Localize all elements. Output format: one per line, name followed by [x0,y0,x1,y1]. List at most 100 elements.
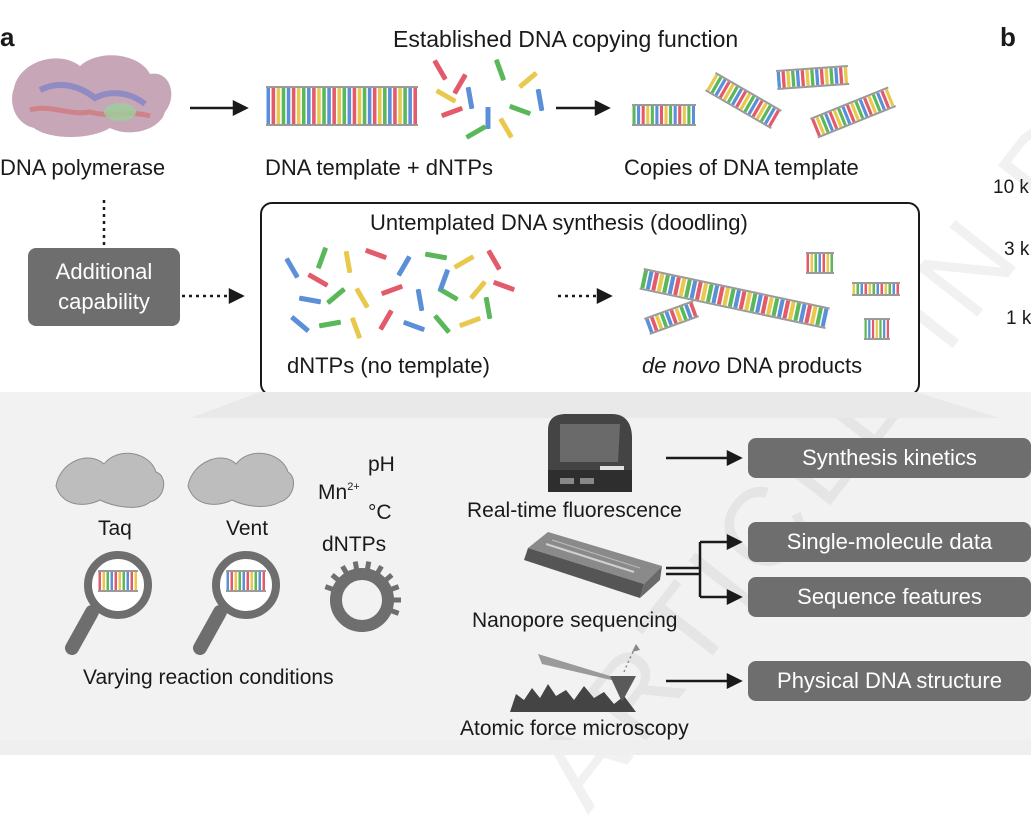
dntp-stick [483,296,493,320]
nanopore-sequencer-icon [524,532,662,598]
physical-structure-pill: Physical DNA structure [748,661,1031,701]
additional-capability-pill: Additional capability [28,248,180,326]
dntp-stick [509,104,531,116]
dntp-stick [381,284,403,296]
output-arrows [666,449,743,690]
dntp-stick [415,288,425,312]
denovo-products-image [639,252,900,340]
dntp-stick [290,315,310,333]
dna-duplex [806,252,834,274]
synthesis-kinetics-label: Synthesis kinetics [802,445,977,470]
panel-b-tick-3k: 3 k [1004,239,1030,260]
mn-text: Mn [318,481,348,504]
condition-dial-icon [324,561,401,632]
doodling-box [260,202,920,396]
sequence-features-pill: Sequence features [748,577,1031,617]
panel-b-tick-10k: 10 k [993,177,1029,198]
dna-polymerase-label: DNA polymerase [0,155,166,180]
dntp-stick [535,88,545,112]
realtime-fluorescence-label: Real-time fluorescence [467,499,682,522]
dntps-no-template-label: dNTPs (no template) [287,353,490,378]
top-arrows [190,99,611,117]
dntp-stick [396,255,412,277]
vent-magnifier-icon [193,551,280,655]
dntp-stick [465,124,487,140]
dntp-stick [284,257,300,279]
dna-duplex [266,86,418,126]
single-molecule-pill: Single-molecule data [748,522,1031,562]
copies-dna-image [632,64,897,139]
panel-label-a: a [0,22,15,52]
established-title: Established DNA copying function [393,26,739,52]
dna-polymerase-image [12,55,172,138]
dntp-stick [365,248,387,260]
dntp-stick [350,317,362,339]
nanopore-sequencing-label: Nanopore sequencing [472,609,678,632]
dntp-stick [318,319,342,329]
dna-duplex [864,318,890,340]
dial-tick [384,573,394,582]
dna-duplex [810,86,897,139]
dntp-stick [469,280,487,300]
additional-capability-label: Additional capability [55,259,153,314]
dntp-stick [403,320,425,332]
dntps-condition-label: dNTPs [322,533,387,556]
dntp-stick [343,250,353,274]
dntp-stick [378,309,394,331]
denovo-rest: DNA products [720,353,863,378]
afm-cantilever-icon [510,644,640,712]
afm-label: Atomic force microscopy [460,717,689,740]
dntp-stick [433,314,451,334]
panel-b-tick-1k: 1 k [1006,308,1031,329]
dntp-stick [438,269,450,291]
vent-label: Vent [226,517,269,540]
dntp-stick [307,272,329,288]
dntp-stick [465,86,475,110]
dntp-stick [485,107,491,129]
dntp-stick [518,71,538,89]
panel-label-b: b [1000,22,1016,52]
dial-tick [340,564,349,575]
template-dna-image [266,86,418,126]
dntp-stick [354,287,370,309]
denovo-italic: de novo [642,353,721,378]
single-molecule-label: Single-molecule data [786,529,993,554]
dial-tick [330,573,340,582]
dntps-image [432,59,545,140]
dntp-stick [435,88,457,104]
dntps-no-template-image [284,247,515,339]
dna-duplex [639,268,830,330]
dial-tick [324,584,334,592]
physical-structure-label: Physical DNA structure [777,668,1002,693]
page-footer-bar [0,740,1031,755]
copies-label: Copies of DNA template [624,155,859,180]
dial-tick [390,584,400,592]
taq-label: Taq [98,517,132,540]
varying-conditions-label: Varying reaction conditions [83,666,334,689]
dntp-stick [432,59,448,81]
dotted-arrows [182,287,613,305]
magnifier-dna-image [98,570,266,592]
dntp-stick [493,280,515,292]
dntp-stick [452,73,468,95]
doodling-title: Untemplated DNA synthesis (doodling) [370,210,748,235]
celsius-label: °C [368,501,392,524]
fluorescence-instrument-icon [548,414,632,492]
taq-magnifier-icon [65,551,152,655]
mn-superscript: 2+ [347,481,360,493]
dna-duplex [226,570,266,592]
dntp-stick [298,295,322,305]
dna-duplex [98,570,138,592]
dntp-stick [459,316,481,328]
dna-duplex [776,64,850,90]
dntp-stick [486,249,502,271]
dial-tick [375,564,384,575]
dntp-stick [498,117,514,139]
ph-label: pH [368,453,395,476]
dntp-stick [316,247,328,269]
taq-protein-image [55,452,165,508]
dial-tick [352,561,360,570]
dial-tick [390,608,400,616]
dna-duplex [852,282,900,296]
dntp-stick [441,106,463,118]
